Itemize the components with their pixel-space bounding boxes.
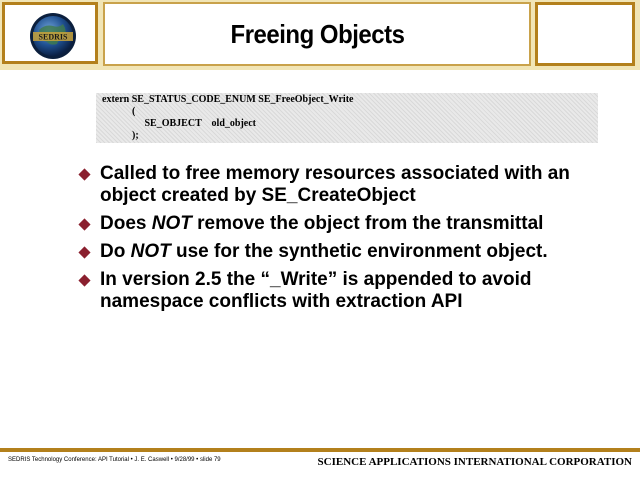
footer-credits: SEDRIS Technology Conference: API Tutori… — [8, 457, 221, 463]
diamond-bullet-icon — [78, 246, 91, 259]
code-line: extern SE_STATUS_CODE_ENUM SE_FreeObject… — [102, 94, 354, 105]
logo-text: SEDRIS — [39, 33, 68, 42]
bullet-emphasis: NOT — [130, 241, 171, 262]
bullet-text: In version 2.5 the “_Write” is appended … — [100, 269, 532, 312]
footer-company: SCIENCE APPLICATIONS INTERNATIONAL CORPO… — [317, 456, 632, 468]
diamond-bullet-icon — [78, 218, 91, 231]
code-line: ( — [102, 106, 136, 117]
footer-divider — [0, 448, 640, 452]
right-header-frame — [535, 2, 635, 66]
bullet-item: Do NOT use for the synthetic environment… — [78, 241, 578, 263]
bullet-item: Does NOT remove the object from the tran… — [78, 213, 578, 235]
bullet-list: Called to free memory resources associat… — [78, 163, 578, 319]
bullet-text: use for the synthetic environment object… — [170, 241, 548, 262]
bullet-text: remove the object from the transmittal — [191, 213, 544, 234]
bullet-item: In version 2.5 the “_Write” is appended … — [78, 269, 578, 313]
bullet-text: Does — [100, 213, 152, 234]
code-block: extern SE_STATUS_CODE_ENUM SE_FreeObject… — [96, 93, 598, 143]
page-title: Freeing Objects — [230, 18, 404, 49]
logo-frame: SEDRIS — [2, 2, 98, 64]
code-line: SE_OBJECT old_object — [102, 118, 257, 129]
diamond-bullet-icon — [78, 274, 91, 287]
bullet-text: Do — [100, 241, 131, 262]
bullet-text: Called to free memory resources associat… — [100, 163, 570, 206]
diamond-bullet-icon — [78, 168, 91, 181]
code-line: ); — [102, 130, 139, 141]
sedris-globe-logo: SEDRIS — [30, 13, 76, 59]
title-box: Freeing Objects — [103, 2, 531, 66]
bullet-item: Called to free memory resources associat… — [78, 163, 578, 207]
bullet-emphasis: NOT — [151, 213, 192, 234]
